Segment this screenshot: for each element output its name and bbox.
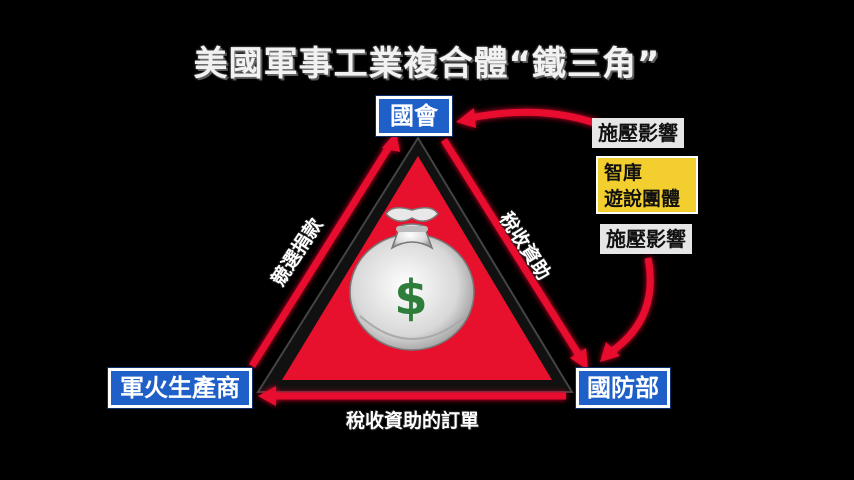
thinktank-box: 智庫 遊說團體	[596, 156, 698, 214]
thinktank-line1: 智庫	[604, 162, 643, 184]
arrow-pressure-congress	[456, 108, 600, 128]
dollar-sign: $	[394, 270, 427, 326]
node-dod: 國防部	[576, 368, 670, 408]
pressure-label-bottom: 施壓影響	[600, 224, 692, 254]
node-defense-industry: 軍火生產商	[108, 368, 252, 408]
money-bag-icon: $	[349, 207, 475, 351]
pressure-label-top: 施壓影響	[592, 118, 684, 148]
thinktank-line2: 遊說團體	[604, 188, 681, 210]
arrow-funded-orders	[258, 386, 566, 406]
arrow-pressure-dod	[600, 257, 654, 362]
arrow-campaign-donations	[249, 132, 400, 368]
node-congress: 國會	[376, 96, 452, 136]
page-title: 美國軍事工業複合體“鐵三角”	[193, 44, 661, 84]
arrow-tax-funding	[441, 138, 588, 370]
edge-label-bottom: 稅收資助的訂單	[346, 410, 480, 432]
